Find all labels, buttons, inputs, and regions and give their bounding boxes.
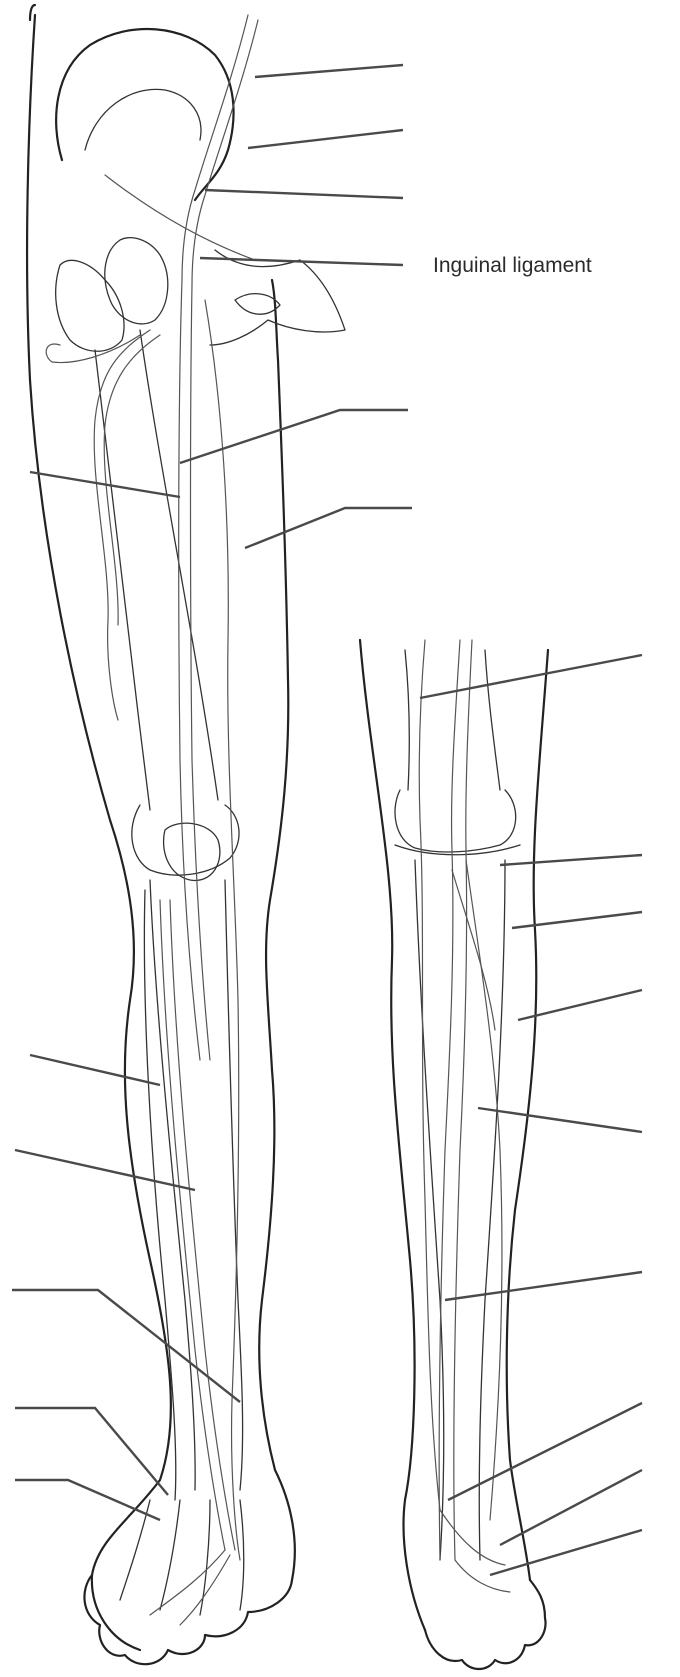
leader-19 bbox=[12, 1290, 240, 1402]
femoral-condyles bbox=[132, 805, 239, 875]
foot-outline-medial bbox=[259, 1070, 295, 1580]
dorsalis-pedis bbox=[150, 1550, 230, 1625]
inguinal-ligament-line bbox=[105, 175, 255, 260]
leader-14 bbox=[500, 1470, 642, 1545]
femoral-vessel-2 bbox=[191, 285, 211, 1060]
popliteal-vessel-2 bbox=[454, 640, 472, 1560]
patella bbox=[164, 823, 220, 880]
leader-15 bbox=[490, 1530, 642, 1575]
posterior-knee bbox=[395, 790, 516, 852]
posterior-foot-vessels bbox=[440, 1510, 510, 1592]
leader-12 bbox=[445, 1272, 642, 1300]
posterior-leg-figure bbox=[360, 640, 548, 1669]
femoral-head bbox=[105, 238, 168, 324]
small-saphenous bbox=[419, 640, 440, 1510]
leader-5 bbox=[180, 410, 408, 463]
leader-inguinal-ligament bbox=[200, 258, 403, 265]
leader-8 bbox=[500, 855, 642, 865]
posterior-femur-2 bbox=[485, 650, 500, 790]
label-inguinal-ligament: Inguinal ligament bbox=[433, 254, 592, 277]
posterior-tibial bbox=[466, 860, 502, 1520]
leader-3 bbox=[205, 190, 403, 198]
leader-21 bbox=[15, 1480, 160, 1520]
leader-1 bbox=[255, 65, 403, 77]
lateral-circumflex bbox=[94, 330, 150, 720]
femur-lateral bbox=[95, 350, 150, 810]
external-iliac-vessel-2 bbox=[192, 20, 258, 285]
iliac-inner bbox=[85, 89, 201, 150]
peroneal-vessel bbox=[452, 870, 495, 1030]
leg-outline-lateral bbox=[27, 15, 171, 1650]
leader-11 bbox=[478, 1108, 642, 1132]
iliac-crest bbox=[56, 29, 233, 200]
lateral-circumflex-2 bbox=[104, 335, 160, 625]
posterior-knee-joint-line bbox=[395, 845, 520, 855]
leader-7 bbox=[420, 655, 642, 698]
anterior-leg-figure bbox=[27, 5, 345, 1664]
posterior-leg-lateral bbox=[360, 640, 425, 1630]
toes-left bbox=[84, 1575, 292, 1664]
anterior-tibial-2 bbox=[170, 900, 235, 1550]
great-saphenous bbox=[205, 300, 240, 1560]
posterior-femur-1 bbox=[405, 650, 409, 790]
leader-6 bbox=[245, 508, 412, 548]
foot-bones bbox=[120, 1500, 244, 1615]
posterior-foot bbox=[425, 1580, 546, 1669]
leader-17 bbox=[30, 1055, 160, 1085]
greater-trochanter bbox=[56, 260, 124, 351]
leader-2 bbox=[248, 130, 403, 148]
leg-outline-medial bbox=[266, 280, 288, 1070]
popliteal-vessel bbox=[439, 640, 460, 1560]
leader-18 bbox=[15, 1150, 195, 1190]
leader-9 bbox=[512, 912, 642, 928]
leader-20 bbox=[15, 1408, 168, 1495]
